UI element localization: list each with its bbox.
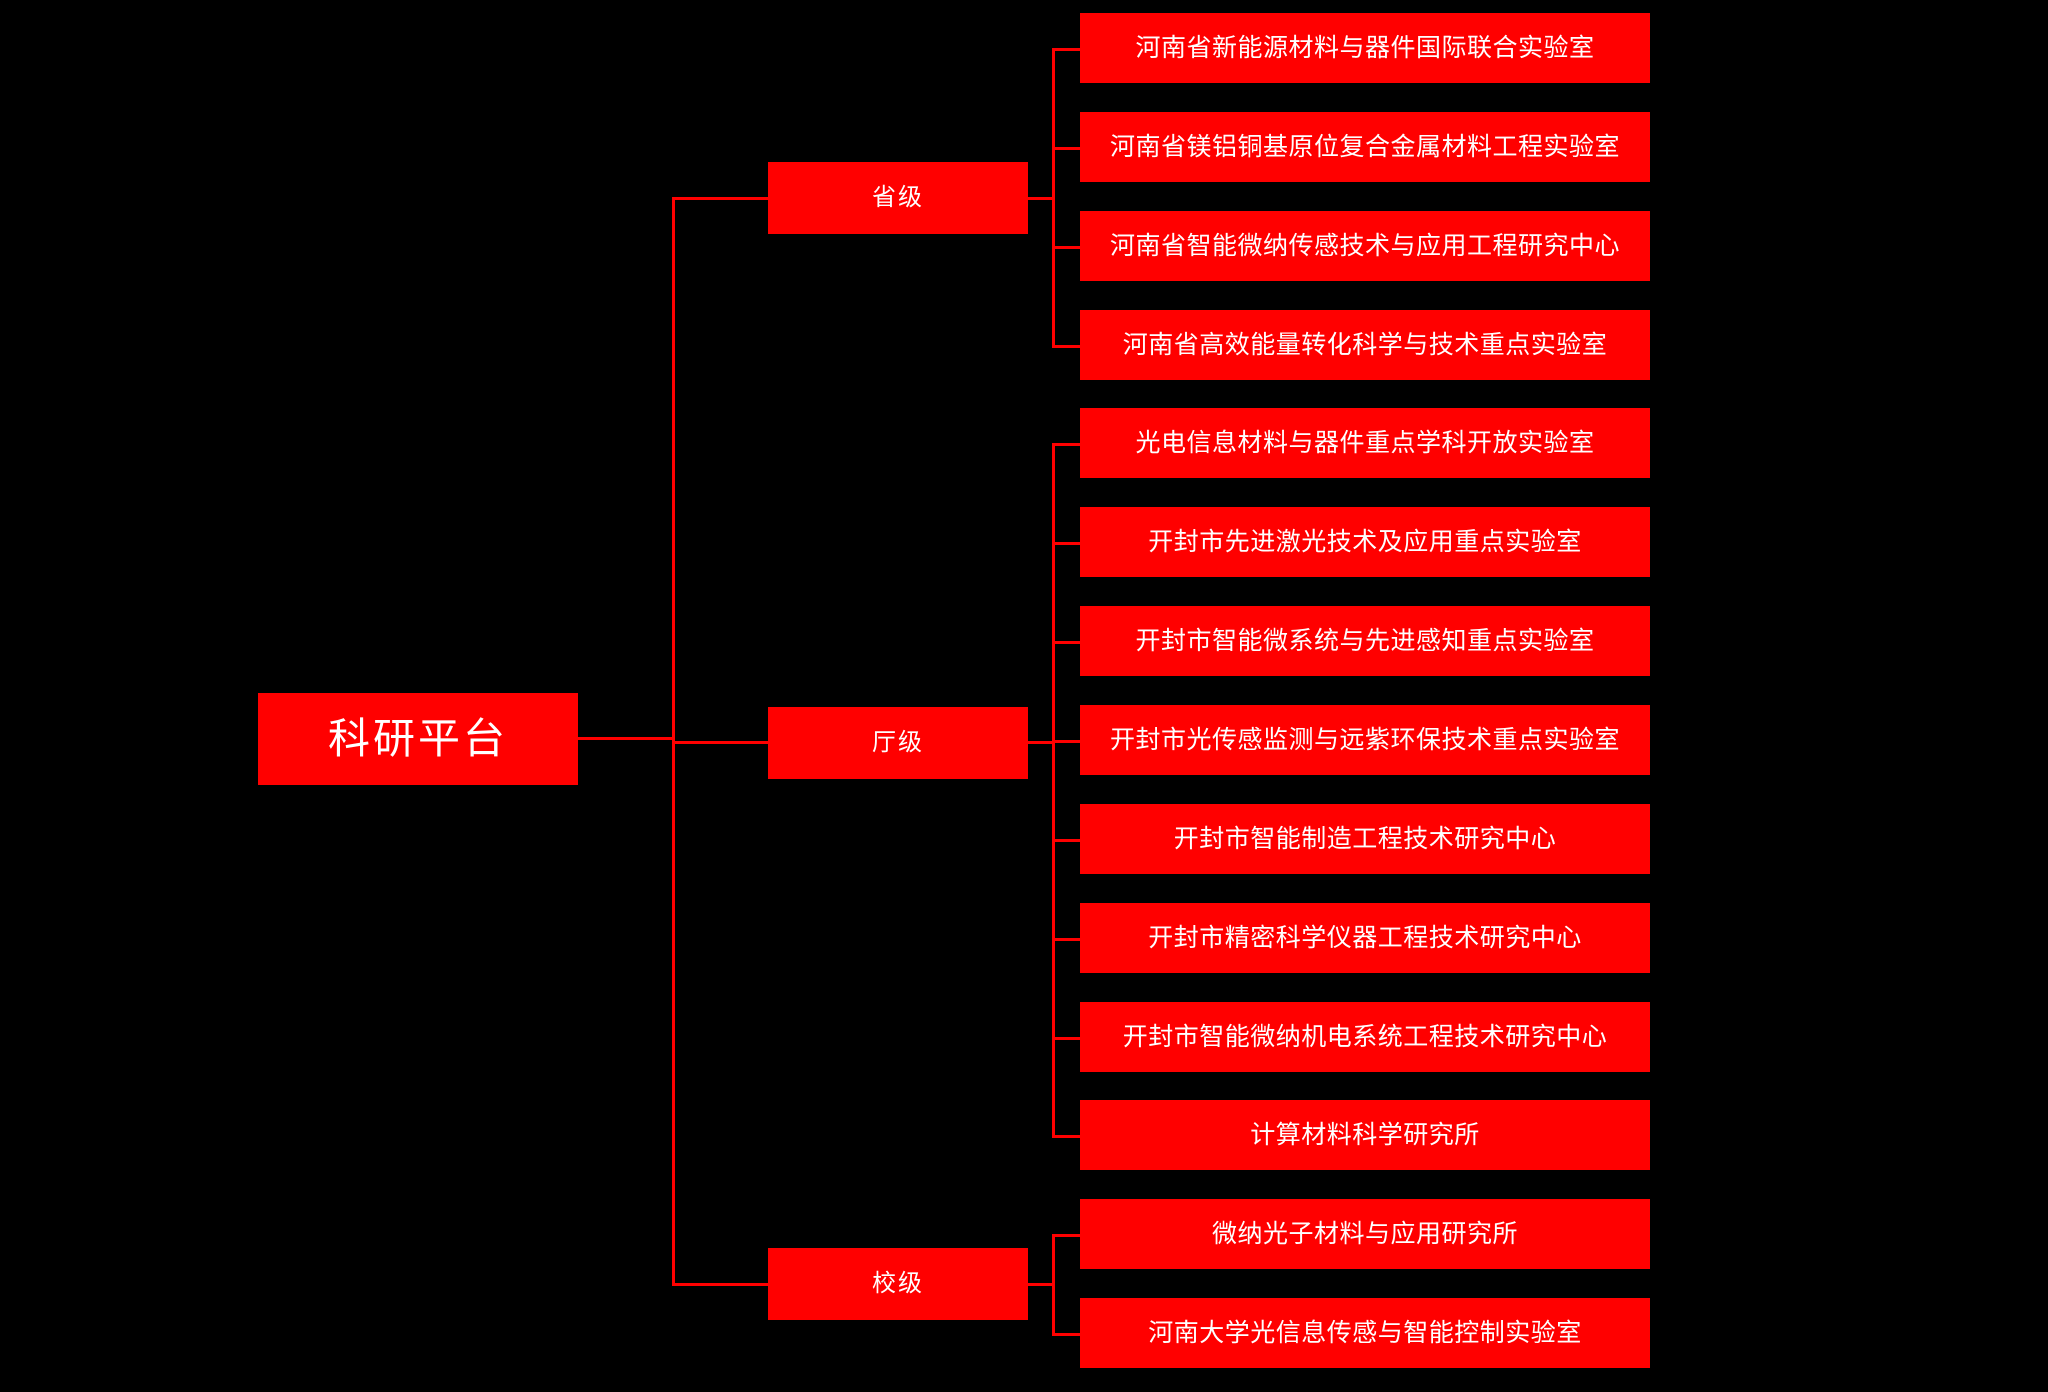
connector-root-stub (578, 737, 673, 740)
connector-provincial-spine (1052, 48, 1055, 348)
branch-node-provincial[interactable]: 省级 (768, 162, 1028, 234)
connector-university-spine (1052, 1234, 1055, 1333)
connector-university-stub (1028, 1283, 1054, 1286)
connector-provincial-stub (1028, 197, 1054, 200)
connector-department-child-5 (1052, 938, 1082, 941)
connector-department-spine (1052, 443, 1055, 1135)
leaf-node-university-0[interactable]: 微纳光子材料与应用研究所 (1080, 1199, 1650, 1269)
connector-department-child-4 (1052, 839, 1082, 842)
connector-university-child-1 (1052, 1333, 1082, 1336)
root-node-research-platform[interactable]: 科研平台 (258, 693, 578, 785)
leaf-node-provincial-1[interactable]: 河南省镁铝铜基原位复合金属材料工程实验室 (1080, 112, 1650, 182)
leaf-node-department-4[interactable]: 开封市智能制造工程技术研究中心 (1080, 804, 1650, 874)
connector-department-child-2 (1052, 641, 1082, 644)
connector-provincial-child-0 (1052, 48, 1082, 51)
leaf-node-department-2[interactable]: 开封市智能微系统与先进感知重点实验室 (1080, 606, 1650, 676)
connector-provincial-child-3 (1052, 345, 1082, 348)
leaf-node-department-6[interactable]: 开封市智能微纳机电系统工程技术研究中心 (1080, 1002, 1650, 1072)
branch-node-department[interactable]: 厅级 (768, 707, 1028, 779)
connector-department-child-3 (1052, 740, 1082, 743)
connector-department-child-6 (1052, 1037, 1082, 1040)
leaf-node-university-1[interactable]: 河南大学光信息传感与智能控制实验室 (1080, 1298, 1650, 1368)
connector-trunk-to-university (672, 1283, 770, 1286)
connector-university-child-0 (1052, 1234, 1082, 1237)
leaf-node-department-0[interactable]: 光电信息材料与器件重点学科开放实验室 (1080, 408, 1650, 478)
leaf-node-department-3[interactable]: 开封市光传感监测与远紫环保技术重点实验室 (1080, 705, 1650, 775)
leaf-node-provincial-0[interactable]: 河南省新能源材料与器件国际联合实验室 (1080, 13, 1650, 83)
connector-department-child-7 (1052, 1135, 1082, 1138)
connector-department-child-1 (1052, 542, 1082, 545)
connector-provincial-child-1 (1052, 147, 1082, 150)
leaf-node-department-7[interactable]: 计算材料科学研究所 (1080, 1100, 1650, 1170)
connector-provincial-child-2 (1052, 246, 1082, 249)
connector-department-stub (1028, 741, 1054, 744)
leaf-node-department-1[interactable]: 开封市先进激光技术及应用重点实验室 (1080, 507, 1650, 577)
connector-trunk-to-department (672, 741, 770, 744)
leaf-node-department-5[interactable]: 开封市精密科学仪器工程技术研究中心 (1080, 903, 1650, 973)
leaf-node-provincial-3[interactable]: 河南省高效能量转化科学与技术重点实验室 (1080, 310, 1650, 380)
connector-trunk-to-provincial (672, 197, 770, 200)
leaf-node-provincial-2[interactable]: 河南省智能微纳传感技术与应用工程研究中心 (1080, 211, 1650, 281)
connector-department-child-0 (1052, 443, 1082, 446)
branch-node-university[interactable]: 校级 (768, 1248, 1028, 1320)
